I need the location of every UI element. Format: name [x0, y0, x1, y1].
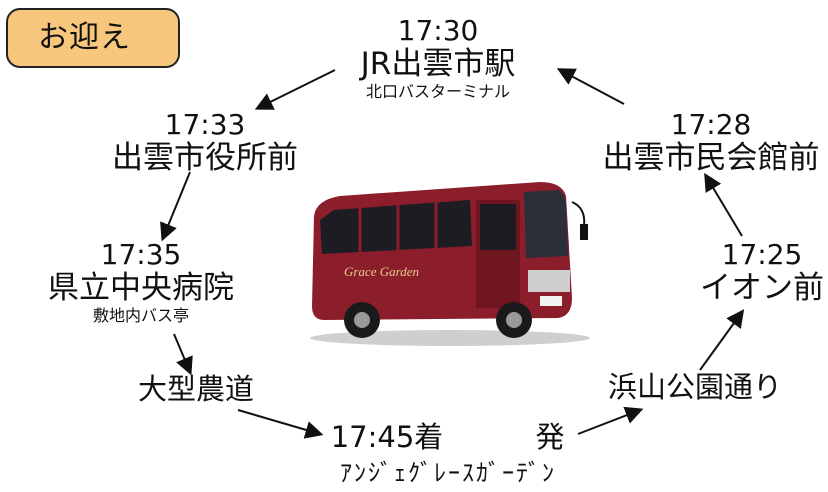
arrival-time: 17:45着 — [322, 420, 452, 454]
stop-sub: 敷地内バス亭 — [92, 306, 189, 325]
arrival-time-label: 17:45着 — [330, 420, 444, 454]
stop-farm-road: 大型農道 — [137, 372, 254, 406]
destination-name: ｱﾝｼﾞｪｸﾞﾚｰｽｶﾞｰﾃﾞﾝ — [340, 459, 556, 487]
arrow-hamayama-to-aeon — [699, 309, 745, 371]
bus-logo-text: Grace Garden — [344, 264, 419, 279]
stop-central-hospital: 17:35 県立中央病院 敷地内バス亭 — [36, 240, 246, 326]
arrow-hospital-to-farmroad — [173, 333, 193, 376]
stop-name: 出雲市民会館前 — [602, 140, 820, 176]
stop-name: 県立中央病院 — [48, 270, 234, 306]
stop-civic-hall: 17:28 出雲市民会館前 — [596, 108, 826, 177]
arrow-aeon-to-civichall — [704, 172, 743, 237]
arrow-farmroad-to-arrival — [237, 409, 324, 439]
arrow-departure-to-hamayama — [577, 406, 644, 435]
stop-aeon: 17:25 イオン前 — [700, 238, 824, 307]
stop-city-hall: 17:33 出雲市役所前 — [100, 108, 310, 177]
stop-name: JR出雲市駅 — [360, 46, 516, 82]
arrow-cityhall-to-hospital — [160, 171, 191, 242]
departure-label: 発 — [535, 420, 565, 454]
stop-time: 17:33 — [164, 108, 246, 141]
stop-name: イオン前 — [700, 270, 824, 306]
stop-time: 17:30 — [397, 14, 479, 47]
arrow-jr-to-cityhall — [254, 69, 336, 110]
stop-time: 17:28 — [670, 108, 752, 141]
stop-name: 出雲市役所前 — [112, 140, 298, 176]
arrow-civichall-to-jr — [556, 68, 625, 105]
stop-time: 17:35 — [100, 238, 182, 271]
stop-hamayama-park: 浜山公園通り — [607, 370, 782, 404]
stop-time: 17:25 — [721, 238, 803, 271]
stop-sub: 北口バスターミナル — [365, 82, 510, 101]
stop-jr-izumoshi: 17:30 JR出雲市駅 北口バスターミナル — [338, 16, 538, 102]
pickup-badge: お迎え — [6, 8, 180, 68]
bus-illustration: Grace Garden — [310, 182, 590, 346]
